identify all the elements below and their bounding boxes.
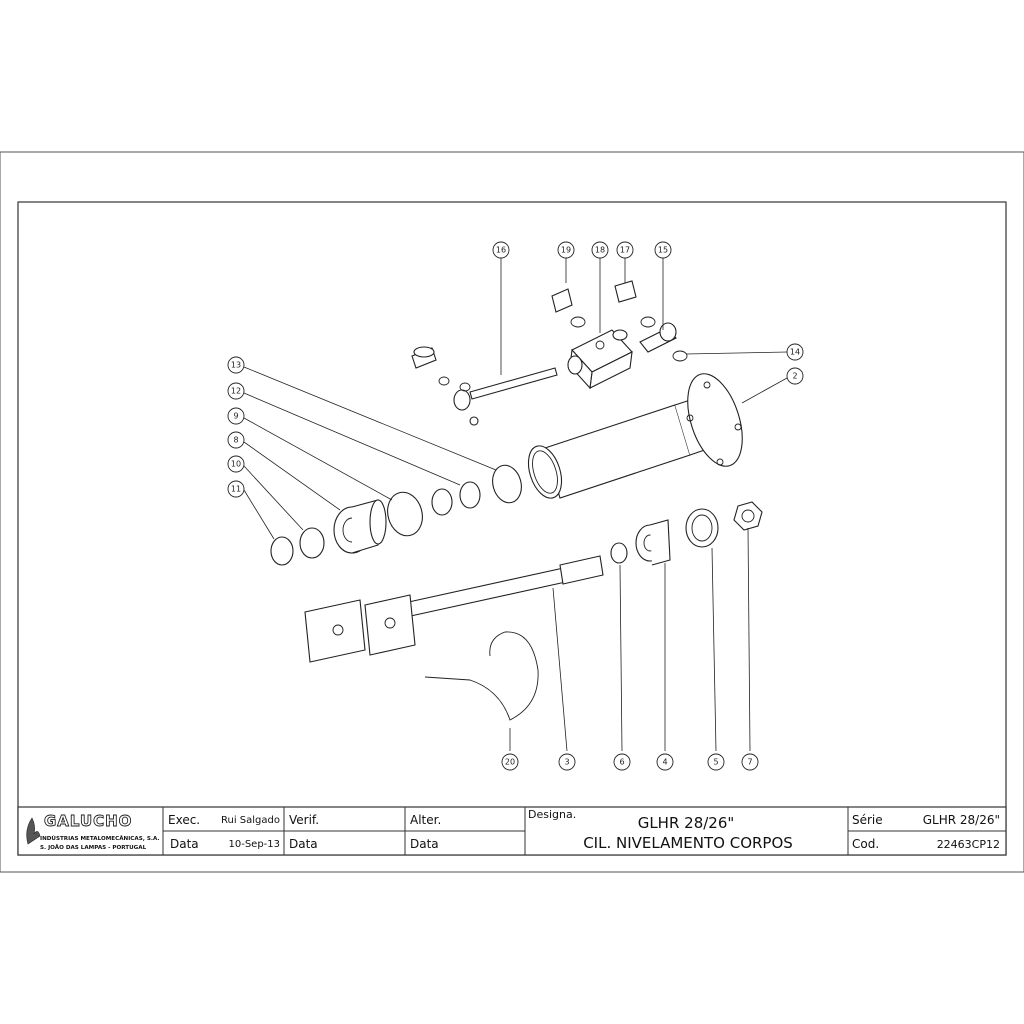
callout-9: 9: [227, 407, 245, 425]
serie-label: Série: [852, 813, 883, 827]
svg-text:20: 20: [505, 758, 515, 767]
callout-3: 3: [558, 753, 576, 771]
exploded-parts: [270, 280, 763, 721]
exec-value: Rui Salgado: [221, 815, 280, 826]
callout-16: 16: [492, 241, 510, 259]
data-label: Data: [170, 837, 199, 851]
svg-text:10: 10: [231, 460, 241, 469]
svg-text:18: 18: [595, 246, 605, 255]
callout-4: 4: [656, 753, 674, 771]
callout-15: 15: [654, 241, 672, 259]
callout-group: 16 19 18 17 15 14 2 13 12 9 8 10 11 3 20…: [227, 241, 804, 771]
callout-10: 10: [227, 455, 245, 473]
svg-text:16: 16: [496, 246, 506, 255]
data-value: 10-Sep-13: [228, 839, 280, 850]
ring-10: [299, 527, 325, 559]
serie-value: GLHR 28/26": [923, 813, 1000, 827]
alter-data-label: Data: [410, 837, 439, 851]
company-line2: S. JOÃO DAS LAMPAS - PORTUGAL: [40, 844, 147, 851]
title-block: GALUCHO INDÚSTRIAS METALOMECÂNICAS, S.A.…: [17, 806, 1007, 856]
valve-block: [567, 329, 633, 390]
nut-7: [733, 501, 763, 531]
svg-text:19: 19: [561, 246, 571, 255]
exec-label: Exec.: [168, 813, 200, 827]
bushing-5: [685, 508, 719, 548]
leader-lines: [243, 258, 788, 752]
svg-text:9: 9: [233, 412, 238, 421]
svg-text:2: 2: [792, 372, 797, 381]
outer-border: [0, 151, 1024, 873]
callout-11: 11: [227, 480, 245, 498]
callout-6: 6: [613, 753, 631, 771]
svg-text:14: 14: [790, 348, 800, 357]
alter-label: Alter.: [410, 813, 441, 827]
svg-text:8: 8: [233, 436, 238, 445]
callout-18: 18: [591, 241, 609, 259]
svg-text:7: 7: [747, 758, 752, 767]
callout-7: 7: [741, 753, 759, 771]
callout-5: 5: [707, 753, 725, 771]
ring-12: [459, 481, 481, 509]
fitting-left: [411, 346, 471, 392]
verif-data-label: Data: [289, 837, 318, 851]
verif-label: Verif.: [289, 813, 319, 827]
callout-2: 2: [786, 367, 804, 385]
gland-8: [333, 499, 387, 554]
svg-text:12: 12: [231, 387, 241, 396]
svg-text:11: 11: [231, 485, 241, 494]
designa-line2: CIL. NIVELAMENTO CORPOS: [583, 834, 793, 852]
piston-rod: [304, 555, 604, 663]
svg-text:5: 5: [713, 758, 718, 767]
cylinder-barrel: [527, 373, 743, 499]
ring-6: [610, 542, 628, 564]
callout-13: 13: [227, 356, 245, 374]
galucho-logo: GALUCHO: [26, 812, 132, 845]
callout-14: 14: [786, 343, 804, 361]
designa-label: Designa.: [528, 808, 576, 821]
callout-8: 8: [227, 431, 245, 449]
piston-4: [635, 519, 671, 566]
svg-text:17: 17: [620, 246, 630, 255]
cod-value: 22463CP12: [937, 838, 1000, 851]
o-ring-13: [492, 464, 522, 504]
svg-text:4: 4: [662, 758, 667, 767]
fitting-17: [614, 280, 656, 328]
callout-12: 12: [227, 382, 245, 400]
callout-17: 17: [616, 241, 634, 259]
logo-wordmark: GALUCHO: [44, 812, 132, 830]
hook-pin: [424, 631, 539, 721]
fitting-19: [551, 288, 586, 328]
elbow-fitting-15: [639, 322, 688, 362]
cod-label: Cod.: [852, 837, 879, 851]
ring-12-b: [431, 488, 453, 516]
designa-line1: GLHR 28/26": [638, 814, 735, 832]
hydraulic-pipe: [453, 367, 558, 426]
o-ring-9: [387, 491, 423, 537]
company-line1: INDÚSTRIAS METALOMECÂNICAS, S.A.: [40, 835, 160, 842]
svg-text:13: 13: [231, 361, 241, 370]
callout-19: 19: [557, 241, 575, 259]
svg-text:3: 3: [564, 758, 569, 767]
ring-11: [270, 536, 294, 566]
svg-text:6: 6: [619, 758, 624, 767]
callout-20: 20: [501, 753, 519, 771]
svg-text:15: 15: [658, 246, 668, 255]
